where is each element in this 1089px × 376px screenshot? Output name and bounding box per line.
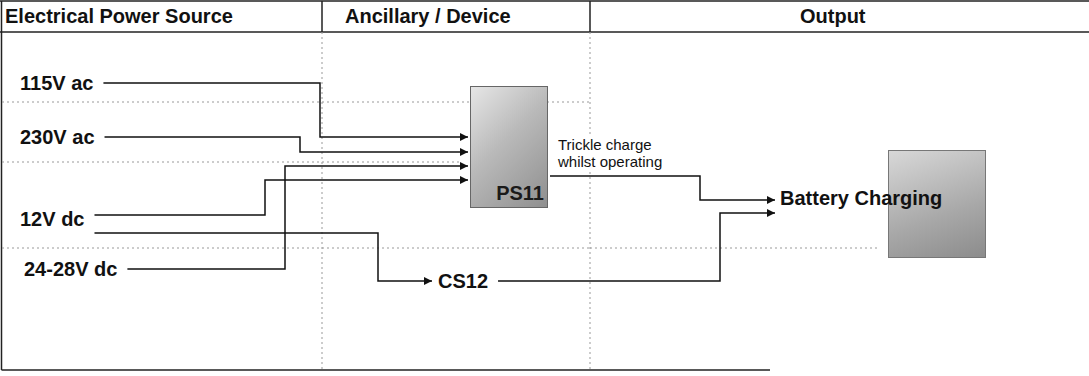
connector-arrow (550, 176, 775, 200)
connector-arrow (105, 137, 468, 152)
column-header: Electrical Power Source (5, 4, 233, 28)
device-name: PS11 (496, 182, 544, 204)
output-name: Battery Charging (776, 186, 942, 210)
connector-arrow (94, 180, 468, 215)
connector-arrow (94, 233, 432, 281)
source-text: 12V dc (20, 208, 84, 230)
source-text: 24-28V dc (24, 258, 117, 280)
source-text: 230V ac (20, 126, 95, 148)
column-header: Output (800, 4, 866, 28)
power-source: 230V ac (18, 124, 97, 150)
connector-arrow (103, 83, 468, 137)
connector-arrow (127, 166, 468, 269)
device-unit: PS11 (470, 86, 548, 208)
power-source: 24-28V dc (22, 256, 119, 282)
connector-arrow (498, 213, 775, 281)
power-source: 115V ac (18, 70, 95, 96)
source-text: 115V ac (20, 72, 93, 94)
battery-unit: Battery Charging (776, 150, 996, 258)
power-source: 12V dc (18, 206, 86, 232)
column-header: Ancillary / Device (345, 4, 511, 28)
edge-label: Trickle charge whilst operating (558, 136, 684, 170)
source-text: CS12 (438, 270, 488, 292)
power-source: CS12 (436, 268, 490, 294)
